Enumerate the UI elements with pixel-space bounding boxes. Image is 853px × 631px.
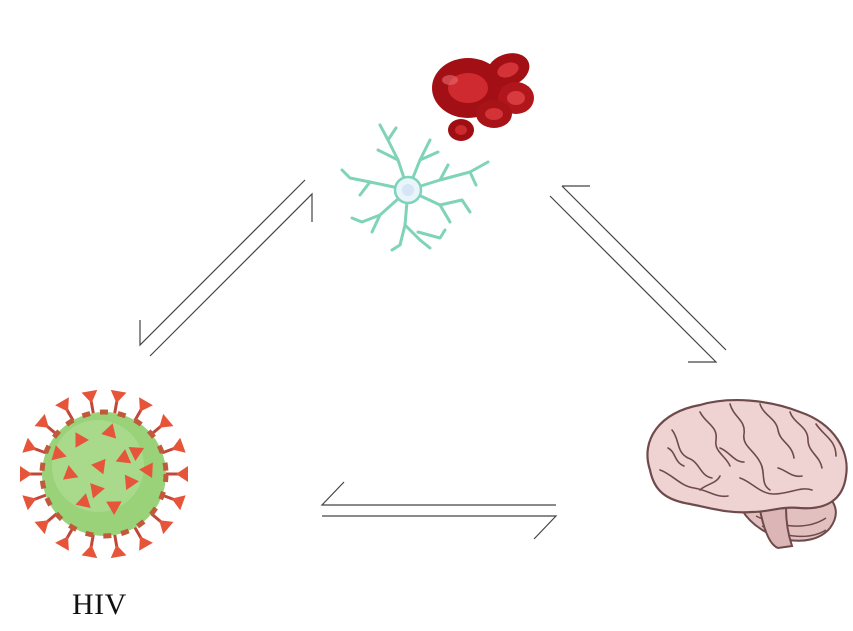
glial-cell-body — [393, 175, 423, 205]
equilibrium-arrow-left-up — [149, 192, 313, 357]
equilibrium-arrow-right-up — [549, 195, 718, 363]
hiv-label: HIV — [72, 588, 127, 621]
equilibrium-arrow-right-down — [561, 185, 727, 351]
glial-cell-icon — [340, 123, 490, 252]
equilibrium-arrow-left-down — [139, 179, 306, 347]
brain-icon — [646, 398, 848, 550]
equilibrium-arrow-bottom-left — [320, 481, 556, 506]
arrows — [139, 179, 727, 540]
red-blood-cells-icon — [432, 53, 534, 141]
hiv-virus-icon — [20, 389, 188, 559]
equilibrium-arrow-bottom-right — [322, 515, 558, 540]
